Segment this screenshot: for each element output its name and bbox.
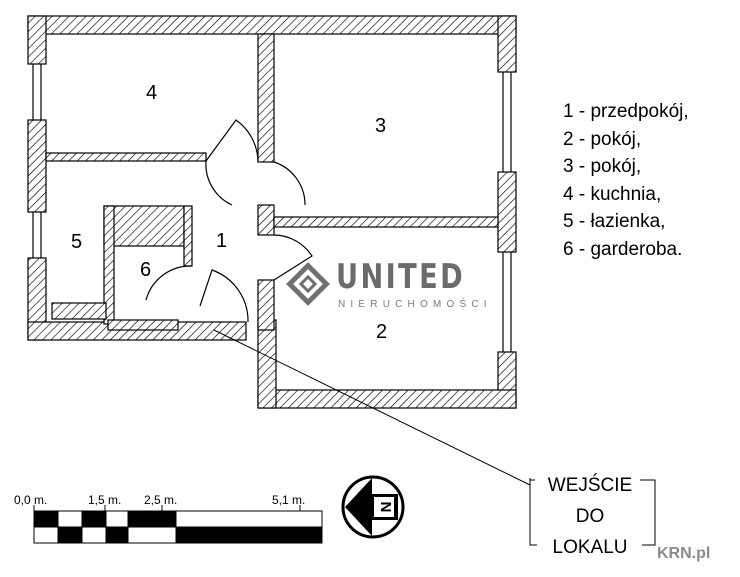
room-label-3: 3 xyxy=(375,115,386,137)
compass-north-arrow-icon xyxy=(341,475,405,539)
scale-bar xyxy=(33,505,323,544)
scale-label: 1,5 m. xyxy=(88,493,122,507)
wall-left-top xyxy=(27,15,47,65)
legend-item: 2 - pokój, xyxy=(563,128,642,150)
scale-label: 2,5 m. xyxy=(144,493,178,507)
room-label-1: 1 xyxy=(216,230,227,252)
watermark-logo-icon xyxy=(286,262,330,306)
entry-label: WEJŚCIE DO LOKALU xyxy=(535,470,645,563)
room-label-4: 4 xyxy=(146,82,157,104)
legend-item: 5 - łazienka, xyxy=(563,211,666,232)
door-swings xyxy=(145,119,313,323)
walls xyxy=(27,15,517,409)
entry-pointer xyxy=(213,329,656,546)
legend-item: 3 - pokój, xyxy=(563,156,642,177)
room-label-5: 5 xyxy=(71,231,82,253)
legend-item: 1 - przedpokój, xyxy=(563,101,689,122)
entry-line: LOKALU xyxy=(552,537,628,558)
legend-item: 6 - garderoba. xyxy=(563,238,683,260)
room-label-2: 2 xyxy=(376,321,387,343)
compass-letter: N xyxy=(378,501,395,513)
scale-label: 5,1 m. xyxy=(272,493,306,507)
room-label-6: 6 xyxy=(140,259,151,281)
scale-label: 0,0 m. xyxy=(14,493,48,507)
watermark-subtitle: NIERUCHOMOŚCI xyxy=(338,299,492,310)
source-logo: KRN.pl xyxy=(657,545,711,562)
room-legend: 1 - przedpokój, 2 - pokój, 3 - pokój, 4 … xyxy=(563,98,689,263)
watermark-brand: UNITED xyxy=(336,257,466,297)
room-labels: 4 3 1 5 6 2 xyxy=(71,82,387,343)
windows xyxy=(32,64,512,352)
entry-line: WEJŚCIE xyxy=(547,475,633,496)
legend-item: 4 - kuchnia, xyxy=(563,183,662,205)
wall-left-mid xyxy=(27,119,47,213)
entry-line: DO xyxy=(575,506,605,527)
